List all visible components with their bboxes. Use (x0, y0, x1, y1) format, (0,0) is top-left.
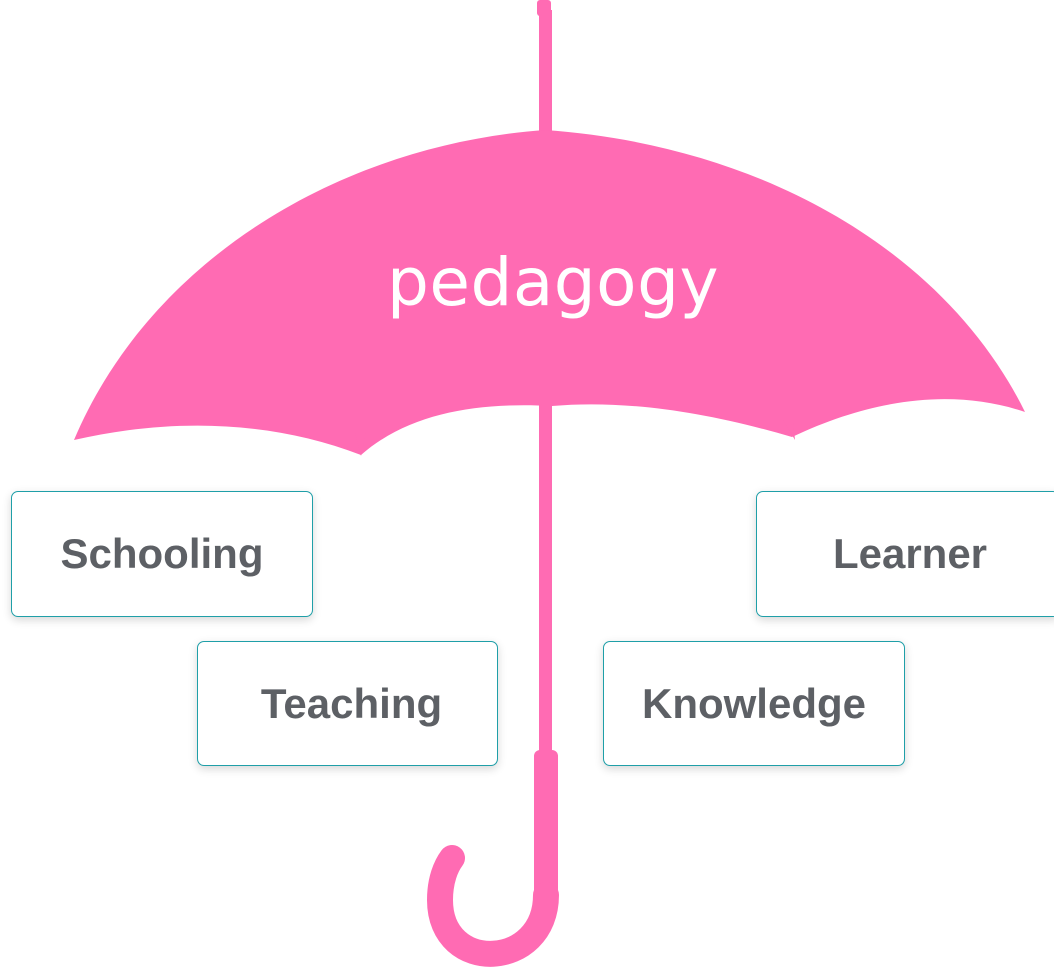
umbrella-rib-tip (783, 420, 795, 440)
umbrella-label: pedagogy (386, 244, 720, 321)
umbrella-shaft (539, 400, 552, 760)
umbrella-handle-hook (426, 845, 559, 967)
concept-box-knowledge: Knowledge (603, 641, 905, 766)
concept-box-schooling: Schooling (11, 491, 313, 617)
umbrella-canopy (74, 130, 1025, 455)
concept-box-learner: Learner (756, 491, 1054, 617)
umbrella-rib-tip (355, 432, 366, 456)
concept-box-teaching: Teaching (197, 641, 498, 766)
umbrella-grip (534, 750, 558, 910)
umbrella-top-shaft (539, 10, 552, 135)
